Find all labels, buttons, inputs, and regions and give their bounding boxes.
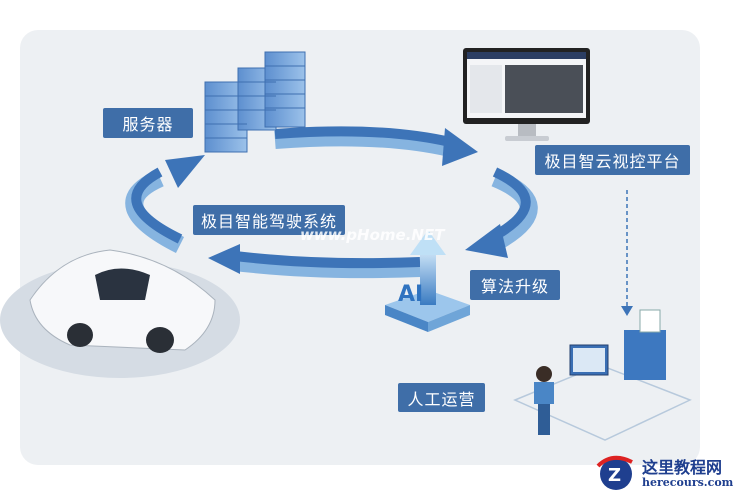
arrow-ai-to-car bbox=[208, 244, 421, 279]
logo-name: 这里教程网 bbox=[642, 458, 723, 477]
monitor-icon bbox=[463, 48, 590, 141]
watermark: www.pHome.NET bbox=[300, 226, 445, 244]
server-racks-icon bbox=[204, 51, 306, 153]
car-icon bbox=[0, 249, 240, 378]
logo-z-icon: Z bbox=[596, 455, 633, 490]
logo-url: herecours.com bbox=[642, 476, 734, 489]
driving-system-label: 极目智能驾驶系统 bbox=[193, 205, 345, 235]
logo-letter: Z bbox=[608, 465, 621, 486]
arrow-car-to-server bbox=[125, 155, 205, 254]
ai-upgrade-icon bbox=[385, 230, 470, 332]
server-label: 服务器 bbox=[103, 108, 193, 138]
site-logo: Z 这里教程网 herecours.com bbox=[592, 452, 740, 494]
manual-operation-label: 人工运营 bbox=[398, 383, 485, 412]
arrow-server-to-platform bbox=[274, 126, 478, 166]
ai-badge: AI bbox=[398, 282, 424, 307]
operator-workstation-icon bbox=[513, 190, 692, 441]
arrow-platform-to-ai bbox=[465, 167, 538, 258]
algorithm-upgrade-label: 算法升级 bbox=[470, 270, 560, 300]
cloud-platform-label: 极目智云视控平台 bbox=[535, 145, 690, 175]
